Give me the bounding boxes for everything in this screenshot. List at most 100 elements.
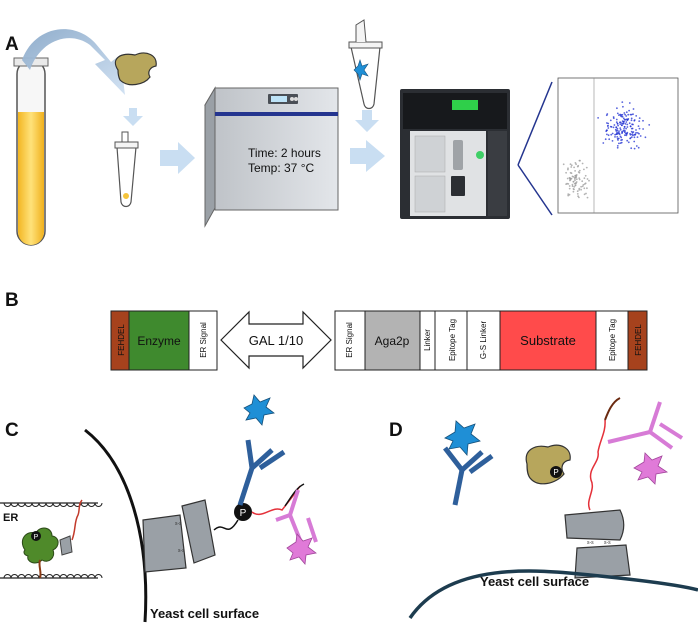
scatter-point xyxy=(635,129,637,131)
scatter-point xyxy=(618,142,620,145)
scatter-point xyxy=(566,177,569,180)
antibody-pink-c xyxy=(275,489,318,543)
scatter-point xyxy=(619,135,622,138)
scatter-point xyxy=(608,138,611,141)
scatter-point xyxy=(606,133,608,136)
gal-promoter-label: GAL 1/10 xyxy=(249,333,303,348)
scatter-point xyxy=(621,120,624,122)
scatter-point xyxy=(616,136,619,138)
scatter-point xyxy=(626,139,629,142)
scatter-point xyxy=(628,109,630,112)
scatter-point xyxy=(615,121,618,124)
scatter-point xyxy=(580,185,582,188)
scatter-point xyxy=(618,133,621,136)
scatter-point xyxy=(632,113,634,116)
scatter-point xyxy=(636,136,639,139)
scatter-point xyxy=(604,138,607,141)
scatter-point xyxy=(617,137,620,140)
kinase-phospho: P xyxy=(553,468,558,477)
scatter-point xyxy=(615,118,618,121)
er-label: ER xyxy=(3,512,18,524)
scatter-point xyxy=(576,193,579,195)
scatter-point xyxy=(573,182,576,185)
scatter-point xyxy=(624,123,627,125)
fehdel-left-label: FEHDEL xyxy=(117,324,126,356)
scatter-point xyxy=(619,128,622,131)
scatter-point xyxy=(616,123,619,125)
scatter-point xyxy=(611,132,614,135)
scatter-point xyxy=(568,187,571,190)
scatter-point xyxy=(637,125,640,127)
scatter-point xyxy=(578,177,581,180)
aga1-aga2-complex-d: s-s s-s xyxy=(564,509,631,579)
er-substrate xyxy=(59,499,83,556)
scatter-point xyxy=(567,193,570,196)
scatter-point xyxy=(583,187,586,190)
scatter-point xyxy=(571,175,574,178)
scatter-point xyxy=(616,129,619,132)
scatter-point xyxy=(622,122,625,125)
scatter-point xyxy=(571,183,574,186)
scatter-point xyxy=(567,168,569,171)
fluor-pink-d xyxy=(633,452,669,485)
scatter-point xyxy=(585,166,588,169)
scatter-point xyxy=(585,192,587,195)
scatter-point xyxy=(630,147,633,150)
panel-label-d: D xyxy=(389,420,403,441)
scatter-point xyxy=(625,133,628,136)
antibody-blue-c xyxy=(237,439,286,506)
fluor-blue-c xyxy=(243,394,275,426)
panel-label-c: C xyxy=(5,420,19,441)
scatter-point xyxy=(606,122,608,124)
scatter-point xyxy=(638,117,641,119)
flow-cytometer xyxy=(400,89,510,219)
scatter-point xyxy=(574,162,577,164)
scatter-point xyxy=(642,128,644,130)
scatter-point xyxy=(626,126,629,128)
scatter-point xyxy=(610,133,613,136)
scatter-point xyxy=(612,117,615,120)
scatter-point xyxy=(583,168,585,171)
scatter-point xyxy=(571,185,574,188)
scatter-point xyxy=(625,111,628,114)
scatter-point xyxy=(586,187,588,190)
linker-label: Linker xyxy=(423,329,432,351)
scatter-point xyxy=(615,126,618,129)
scatter-point xyxy=(623,127,625,130)
right-arrow-1 xyxy=(160,142,195,174)
scatter-point xyxy=(625,115,628,117)
scatter-point xyxy=(629,125,632,128)
scatter-point xyxy=(624,134,626,137)
scatter-point xyxy=(624,130,626,132)
zoom-lines xyxy=(517,81,553,216)
scatter-point xyxy=(575,178,578,181)
scatter-point xyxy=(567,167,569,170)
scatter-point xyxy=(633,140,636,143)
gal-promoter-arrow xyxy=(220,310,332,370)
scatter-point xyxy=(577,195,579,198)
incubator-temp: Temp: 37 °C xyxy=(248,161,314,175)
scatter-point xyxy=(611,140,614,142)
svg-text:s-s: s-s xyxy=(587,540,594,546)
scatter-point xyxy=(570,166,573,168)
er-membrane xyxy=(0,502,103,579)
scatter-point xyxy=(635,115,638,117)
scatter-point xyxy=(629,137,631,140)
scatter-point xyxy=(638,127,641,130)
scatter-point xyxy=(632,131,635,133)
scatter-point xyxy=(573,166,575,169)
scatter-point xyxy=(625,121,628,123)
scatter-point xyxy=(623,112,626,114)
scatter-point xyxy=(580,188,582,191)
scatter-point xyxy=(625,118,628,121)
cell-surface-c xyxy=(84,428,148,623)
scatter-point xyxy=(578,171,581,174)
scatter-point xyxy=(574,184,577,186)
scatter-point xyxy=(569,163,572,166)
scatter-point xyxy=(614,128,617,131)
scatter-point xyxy=(572,190,575,193)
scatter-point xyxy=(623,125,626,128)
phospho-site-c: P xyxy=(234,503,252,521)
scatter-point xyxy=(638,132,640,135)
